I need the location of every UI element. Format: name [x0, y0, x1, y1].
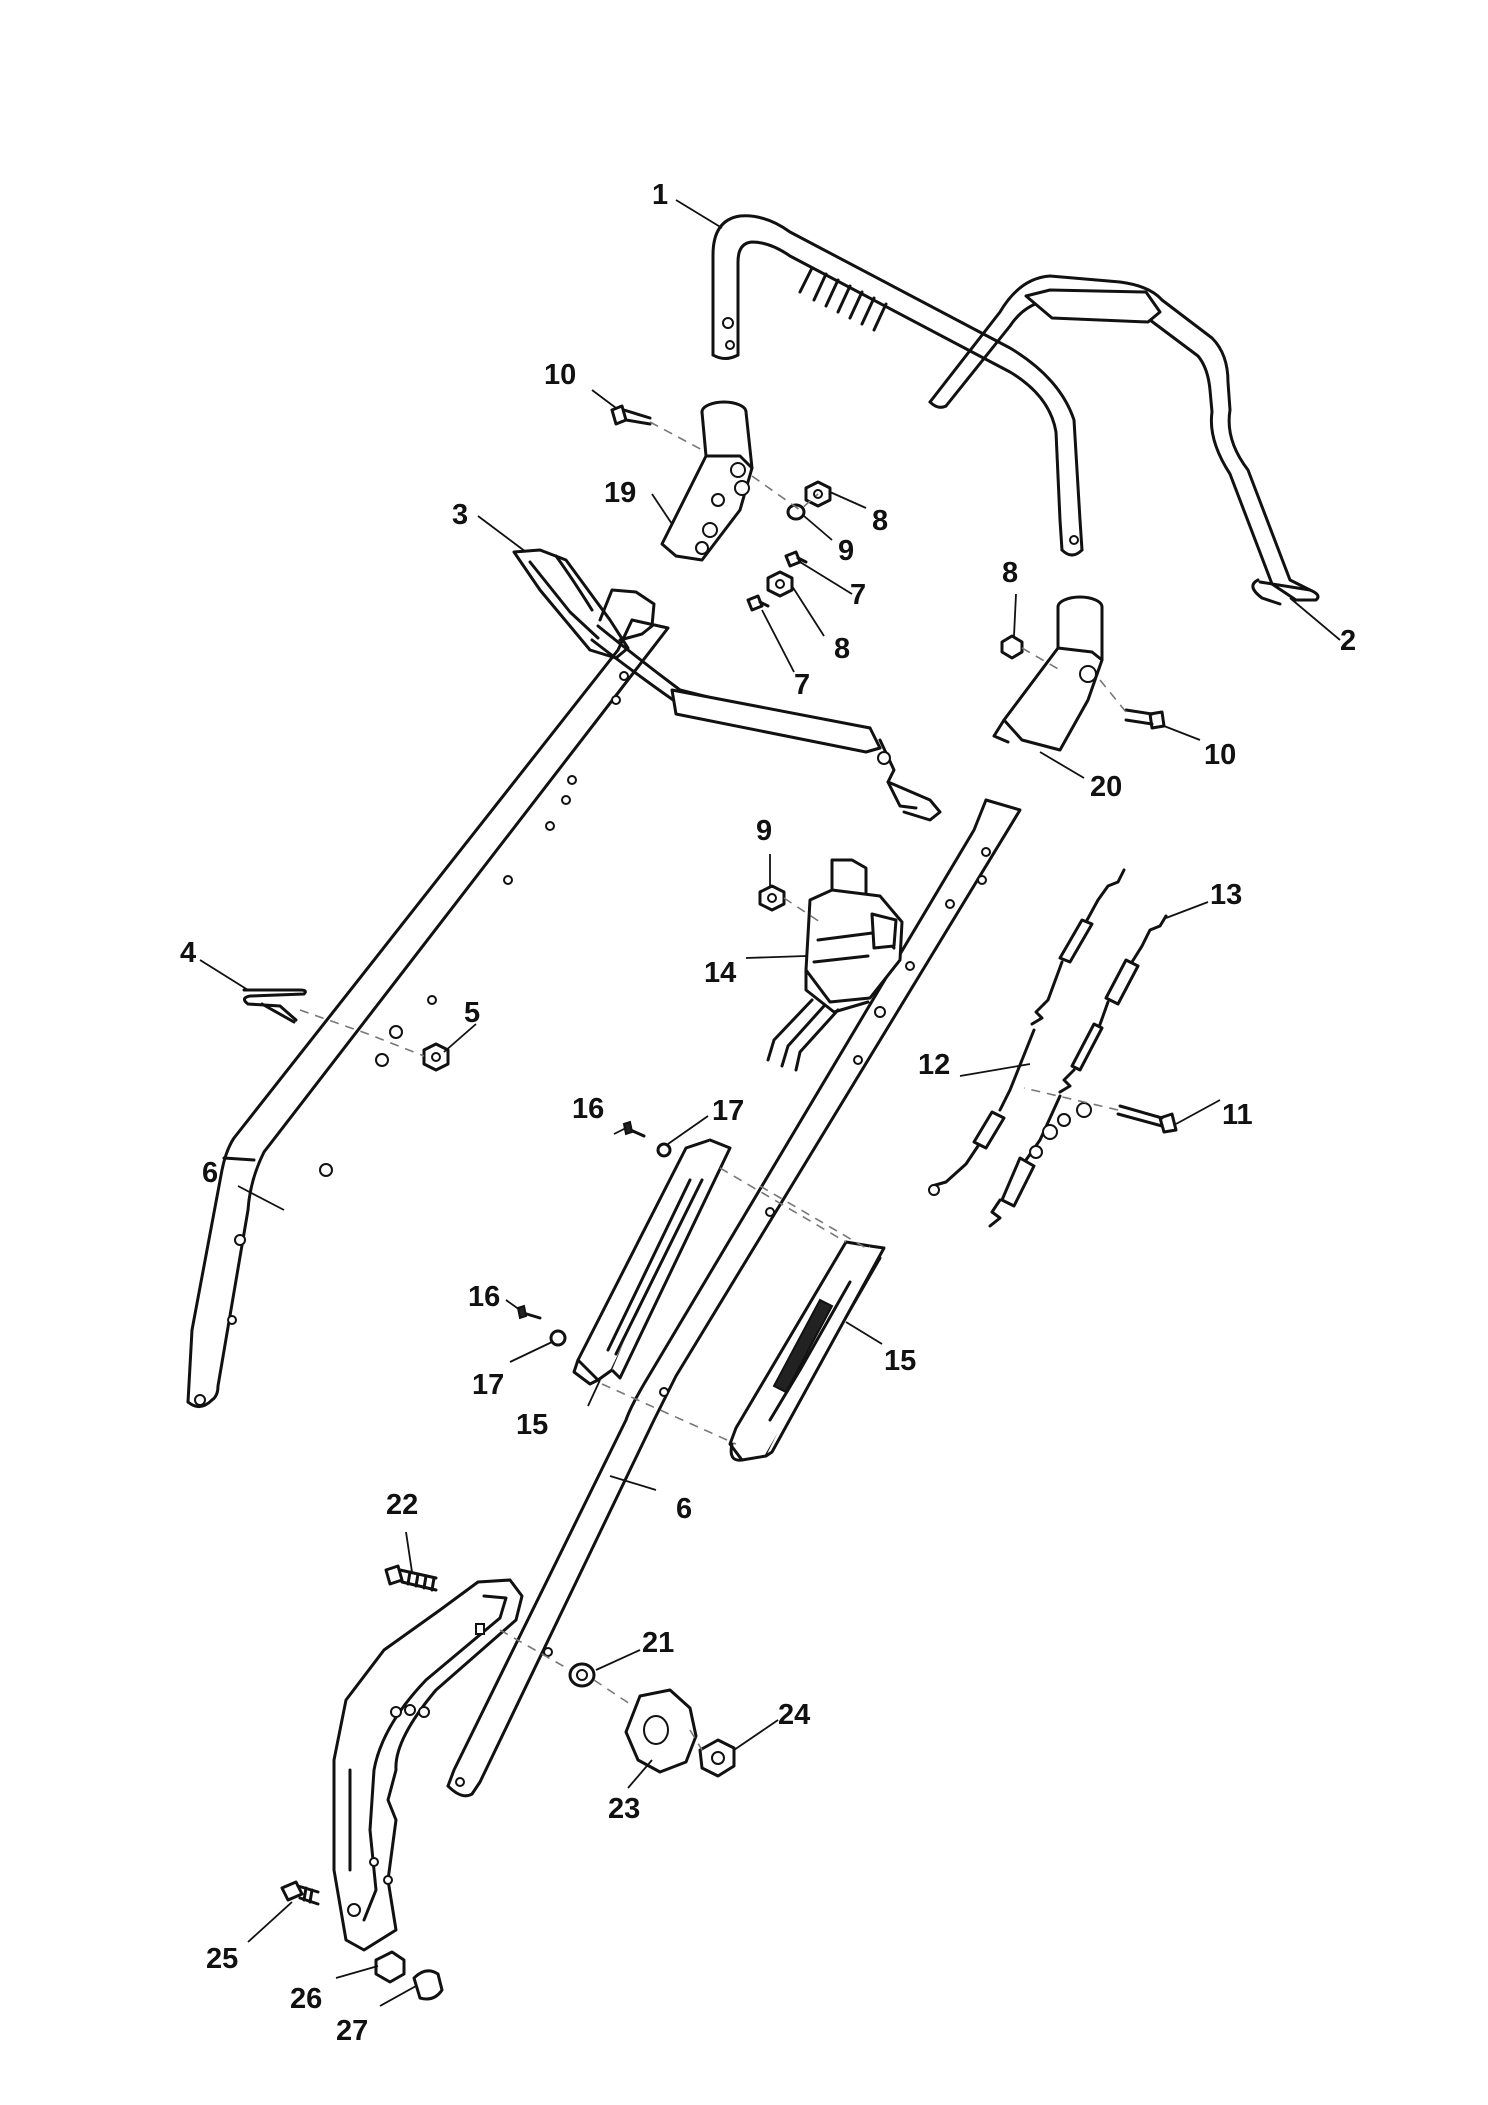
- control-lever: [512, 548, 942, 822]
- callout-12: 12: [918, 1049, 950, 1081]
- washer-17-a: [656, 1142, 672, 1158]
- callout-23: 23: [608, 1793, 640, 1825]
- cable-12: [928, 868, 1126, 1196]
- screw-7-b: [746, 594, 770, 612]
- callout-22: 22: [386, 1489, 418, 1521]
- callout-26: 26: [290, 1983, 322, 2015]
- right-cable-guide: [728, 1240, 886, 1462]
- throttle-control: [766, 858, 904, 1072]
- callout-11: 11: [1222, 1099, 1253, 1131]
- left-lower-tube: [186, 618, 670, 1408]
- callout-13: 13: [1210, 879, 1242, 911]
- right-handle-bracket: [992, 595, 1104, 752]
- callout-8-a: 8: [872, 505, 888, 537]
- callout-21: 21: [642, 1627, 674, 1659]
- bolt-25: [280, 1880, 320, 1906]
- nut-8-b: [766, 570, 794, 598]
- nut-9-b: [758, 884, 786, 912]
- callout-10-a: 10: [544, 359, 576, 391]
- callout-1: 1: [652, 179, 668, 211]
- screw-16-a: [622, 1120, 646, 1138]
- callout-7-a: 7: [850, 579, 866, 611]
- washer-9-a: [786, 503, 806, 521]
- washer-21: [568, 1662, 596, 1688]
- nut-24: [698, 1738, 736, 1778]
- callout-2: 2: [1340, 625, 1356, 657]
- callout-25: 25: [206, 1943, 238, 1975]
- callout-17-a: 17: [712, 1095, 744, 1127]
- callout-8-c: 8: [1002, 557, 1018, 589]
- callout-5: 5: [464, 997, 480, 1029]
- callout-16-b: 16: [468, 1281, 500, 1313]
- callout-7-b: 7: [794, 669, 810, 701]
- leader-lines: [199, 199, 1341, 2007]
- height-adjust-plate: [332, 1578, 524, 1952]
- callout-6-right: 6: [676, 1493, 692, 1525]
- callout-17-b: 17: [472, 1369, 504, 1401]
- nut-8-c: [1000, 634, 1024, 660]
- bolt-11: [1116, 1104, 1178, 1134]
- callout-27: 27: [336, 2015, 368, 2047]
- callout-15-a: 15: [516, 1409, 548, 1441]
- left-handle-bracket: [660, 400, 754, 562]
- screw-16-b: [516, 1304, 542, 1320]
- callout-14: 14: [704, 957, 736, 989]
- callout-4: 4: [180, 937, 196, 969]
- nut-5: [422, 1042, 450, 1072]
- callout-9-b: 9: [756, 815, 772, 847]
- bolt-10-right: [1124, 708, 1166, 730]
- bolt-22: [384, 1564, 438, 1592]
- washer-17-b: [549, 1329, 567, 1347]
- callout-15-b: 15: [884, 1345, 916, 1377]
- callout-24: 24: [778, 1699, 810, 1731]
- callout-9-a: 9: [838, 535, 854, 567]
- callout-labels: 1 2 3 4 5 6 6 7 7 8 8 8 9 9 10 10 11 12 …: [180, 179, 1356, 2047]
- callout-6-left: 6: [202, 1157, 218, 1189]
- right-lower-tube: [446, 798, 1022, 1798]
- cable-clip: [242, 988, 307, 1024]
- callout-16-a: 16: [572, 1093, 604, 1125]
- adjustment-knob: [624, 1688, 698, 1774]
- bolt-10-left: [610, 404, 652, 426]
- left-cable-guide: [572, 1138, 732, 1386]
- bail-lever: [928, 274, 1320, 606]
- upper-handle-bar: [711, 214, 1084, 557]
- handle-grip: [798, 266, 888, 332]
- callout-10-b: 10: [1204, 739, 1236, 771]
- callout-3: 3: [452, 499, 468, 531]
- callout-19: 19: [604, 477, 636, 509]
- cable-13: [988, 914, 1168, 1228]
- nut-26: [374, 1950, 406, 1984]
- cap-27: [412, 1969, 444, 2001]
- callout-8-b: 8: [834, 633, 850, 665]
- callout-20: 20: [1090, 771, 1122, 803]
- alignment-lines: [299, 421, 1127, 1751]
